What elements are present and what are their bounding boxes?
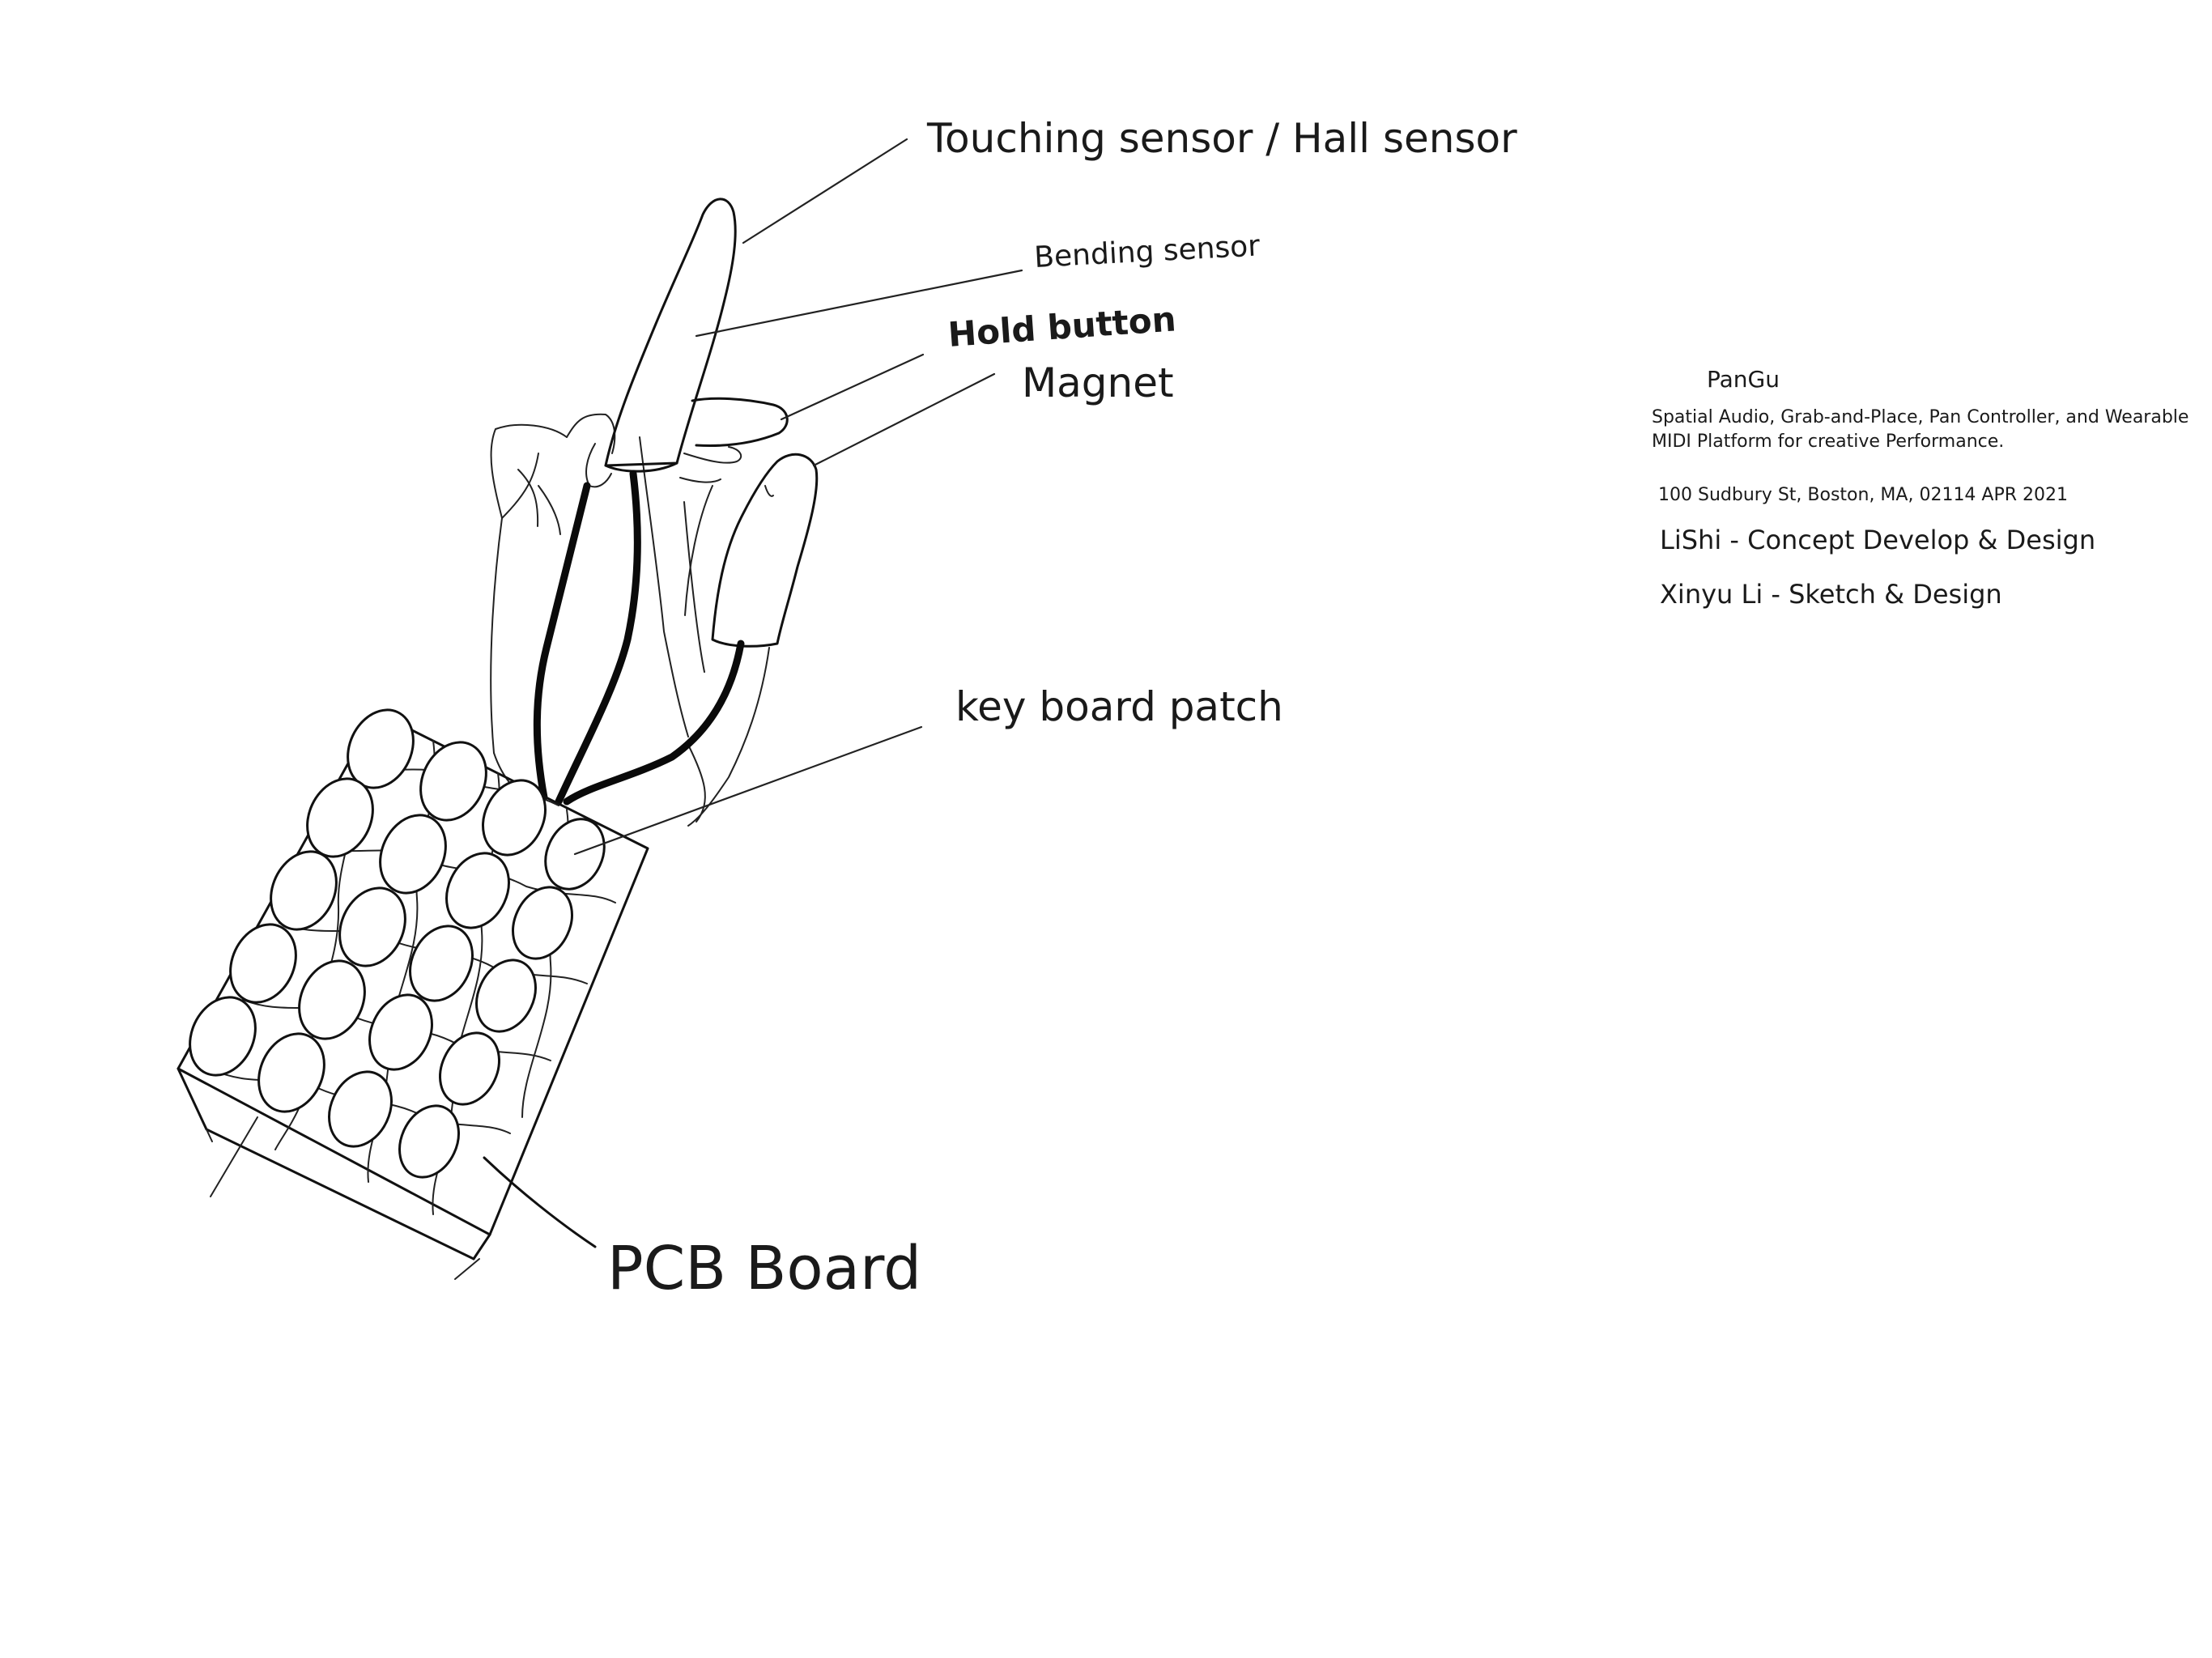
leader-touch-sensor [743, 139, 907, 243]
key-grid [177, 699, 615, 1187]
label-keyboard-patch: key board patch [955, 683, 1283, 730]
label-hold-button: Hold button [946, 299, 1177, 355]
leader-lines [484, 139, 1022, 1247]
keyboard-patch [177, 699, 648, 1279]
leader-keyboard-patch [575, 727, 921, 854]
project-description-line2: MIDI Platform for creative Performance. [1652, 432, 2004, 452]
thumb-finger [713, 454, 817, 646]
project-title: PanGu [1707, 366, 1780, 393]
callout-labels: Touching sensor / Hall sensor Bending se… [607, 115, 1517, 1303]
leader-magnet [814, 374, 994, 466]
leader-hold-button [781, 355, 923, 419]
label-bending-sensor: Bending sensor [1033, 229, 1261, 274]
label-pcb-board: PCB Board [607, 1234, 921, 1303]
project-description-line1: Spatial Audio, Grab-and-Place, Pan Contr… [1652, 407, 2189, 427]
label-magnet: Magnet [1022, 359, 1174, 406]
project-address: 100 Sudbury St, Boston, MA, 02114 APR 20… [1658, 485, 2068, 505]
index-finger [586, 199, 735, 487]
project-notes: PanGu Spatial Audio, Grab-and-Place, Pan… [1652, 366, 2189, 610]
label-touch-sensor: Touching sensor / Hall sensor [926, 115, 1517, 162]
leader-pcb-board [484, 1158, 595, 1247]
credit-concept: LiShi - Concept Develop & Design [1660, 525, 2095, 555]
credit-sketch: Xinyu Li - Sketch & Design [1660, 579, 2002, 610]
sensor-wires [537, 474, 741, 801]
